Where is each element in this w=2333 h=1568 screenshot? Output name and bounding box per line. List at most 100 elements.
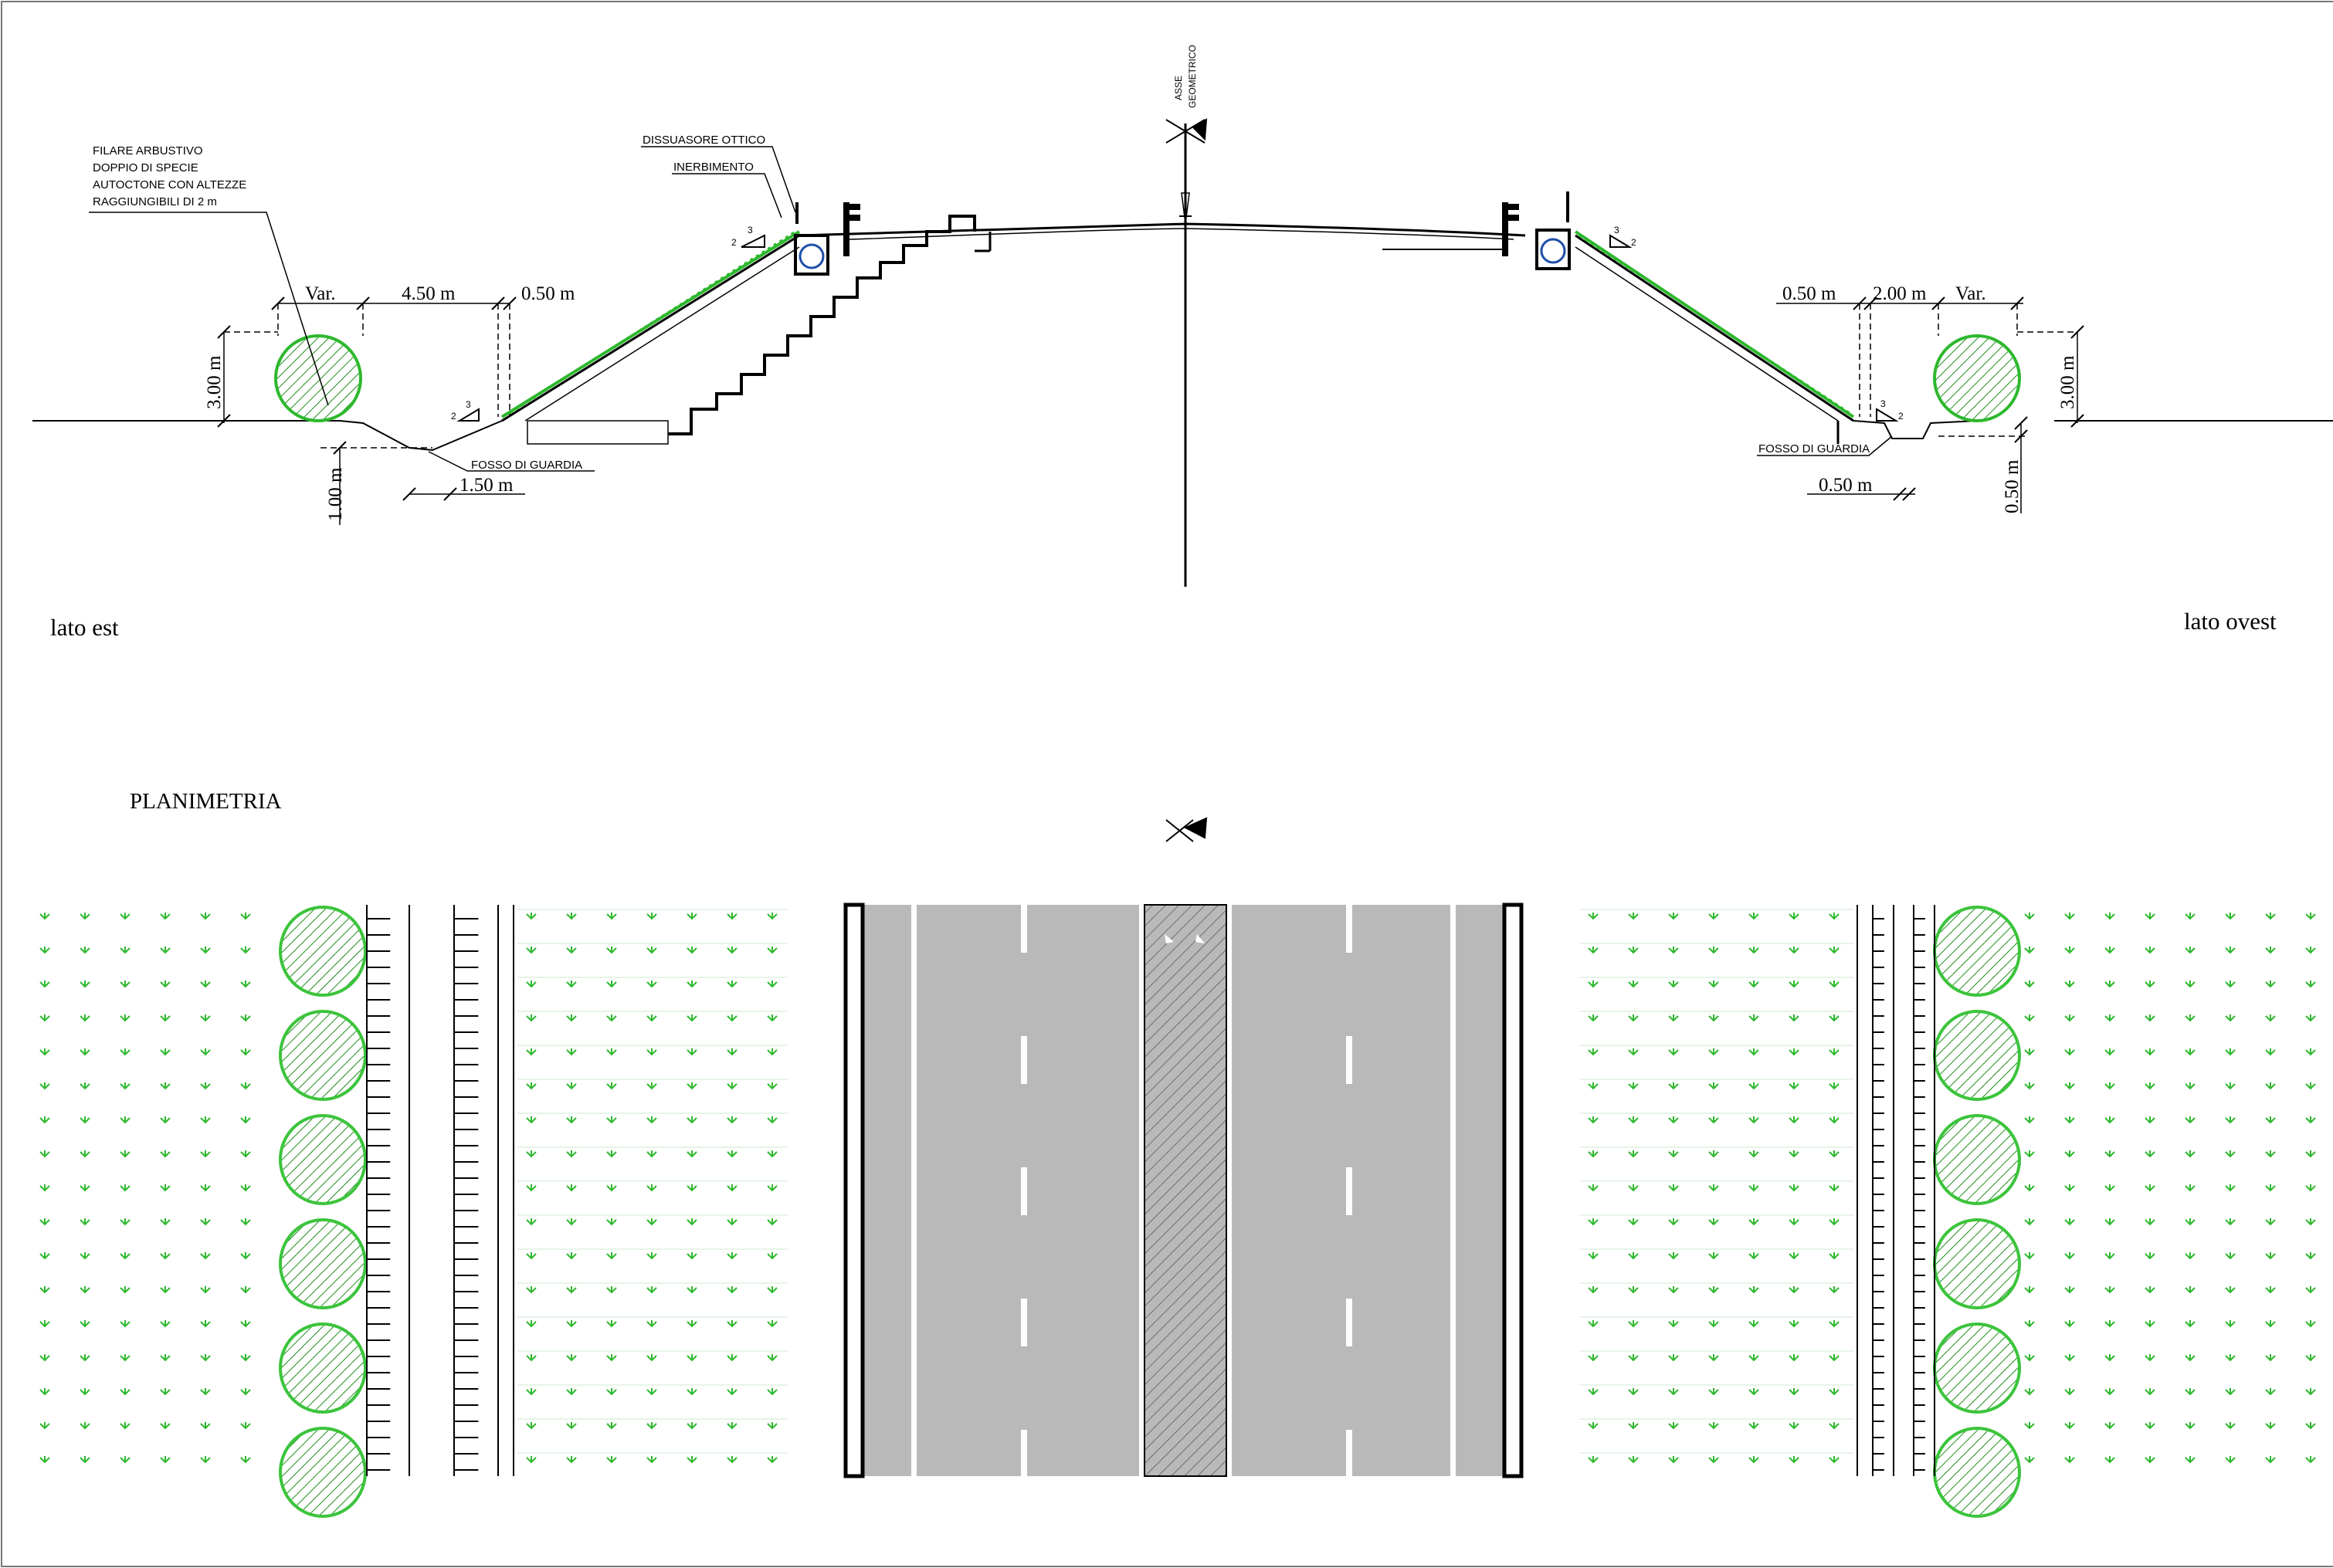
grass-tuft-icon: [80, 1252, 90, 1260]
grass-tuft-icon: [606, 1218, 617, 1226]
grass-tuft-icon: [1748, 913, 1759, 920]
grass-tuft-icon: [2185, 1456, 2196, 1464]
grass-tuft-icon: [2265, 980, 2276, 988]
grass-tuft-icon: [1829, 1116, 1840, 1124]
grass-tuft-icon: [1789, 1286, 1799, 1294]
slope-ratio-left: [456, 234, 765, 422]
grass-tuft-icon: [2225, 1184, 2236, 1192]
grass-tuft-icon: [160, 1048, 171, 1056]
grass-tuft-icon: [2064, 1082, 2075, 1090]
grass-tuft-icon: [80, 913, 90, 920]
grass-tuft-icon: [2024, 1116, 2035, 1124]
grass-tuft-icon: [1668, 1014, 1679, 1022]
grass-tuft-icon: [687, 1116, 697, 1124]
grass-tuft-icon: [2104, 1014, 2115, 1022]
shrub-row-left: [279, 906, 367, 1518]
slope-v-label-2: 2: [451, 411, 456, 422]
grass-tuft-icon: [2145, 1320, 2155, 1328]
grass-tuft-icon: [240, 1014, 251, 1022]
grass-tuft-icon: [1628, 1286, 1639, 1294]
grass-tuft-icon: [1628, 913, 1639, 920]
grass-tuft-icon: [1829, 1388, 1840, 1396]
grass-tuft-icon: [606, 913, 617, 920]
dimension-lines-right: [1776, 303, 2078, 513]
grass-tuft-icon: [200, 913, 211, 920]
slope-v-label-1: 2: [731, 237, 737, 248]
grass-tuft-icon: [2024, 1252, 2035, 1260]
grass-tuft-icon: [1789, 1082, 1799, 1090]
grass-tuft-icon: [2265, 947, 2276, 954]
grass-tuft-icon: [1628, 1456, 1639, 1464]
grass-tuft-icon: [2185, 1082, 2196, 1090]
grass-tuft-icon: [687, 1320, 697, 1328]
grass-tuft-icon: [526, 1116, 537, 1124]
grass-tuft-icon: [2265, 1218, 2276, 1226]
grass-tuft-icon: [646, 947, 657, 954]
grass-tuft-icon: [1628, 1252, 1639, 1260]
grass-tuft-icon: [160, 1082, 171, 1090]
grass-tuft-icon: [2104, 1286, 2115, 1294]
grass-tuft-icon: [2265, 1252, 2276, 1260]
grass-tuft-icon: [2024, 947, 2035, 954]
grass-tuft-icon: [2305, 1456, 2316, 1464]
grass-tuft-icon: [1748, 1456, 1759, 1464]
grass-tuft-icon: [1588, 1354, 1599, 1362]
grass-tuft-icon: [1668, 1456, 1679, 1464]
grass-tuft-icon: [2024, 1048, 2035, 1056]
grass-tuft-icon: [1628, 1388, 1639, 1396]
grass-tuft-icon: [160, 1320, 171, 1328]
grass-tuft-icon: [2064, 1422, 2075, 1430]
grass-tuft-icon: [2265, 1456, 2276, 1464]
grass-tuft-icon: [727, 1184, 738, 1192]
grass-tuft-icon: [2185, 1218, 2196, 1226]
grass-tuft-icon: [767, 1456, 778, 1464]
grass-tuft-icon: [2225, 1218, 2236, 1226]
grass-tuft-icon: [646, 1218, 657, 1226]
shrub-icon: [1933, 1010, 2021, 1101]
grass-tuft-icon: [687, 1150, 697, 1158]
grass-tuft-icon: [1708, 980, 1719, 988]
grass-tuft-icon: [1668, 1048, 1679, 1056]
grass-tuft-icon: [120, 1252, 131, 1260]
grass-tuft-icon: [2024, 913, 2035, 920]
grass-tuft-icon: [1588, 913, 1599, 920]
grass-tuft-icon: [80, 1082, 90, 1090]
grass-tuft-icon: [1708, 1422, 1719, 1430]
grass-tuft-icon: [606, 1014, 617, 1022]
grass-tuft-icon: [200, 1184, 211, 1192]
grass-tuft-icon: [646, 1286, 657, 1294]
grass-tuft-icon: [767, 1286, 778, 1294]
dim-right-var: Var.: [1955, 283, 1986, 304]
grass-tuft-icon: [687, 947, 697, 954]
grass-tuft-icon: [526, 947, 537, 954]
grass-tuft-icon: [2064, 1252, 2075, 1260]
grass-tuft-icon: [646, 1388, 657, 1396]
grass-tuft-icon: [526, 1286, 537, 1294]
grass-tuft-icon: [566, 1116, 577, 1124]
grass-tuft-icon: [526, 1218, 537, 1226]
grass-tuft-icon: [1829, 1184, 1840, 1192]
grass-tuft-icon: [767, 1048, 778, 1056]
grass-tuft-icon: [606, 947, 617, 954]
grass-tuft-icon: [1628, 1150, 1639, 1158]
grass-tuft-icon: [1789, 1422, 1799, 1430]
grass-tuft-icon: [1829, 913, 1840, 920]
grass-tuft-icon: [2145, 1286, 2155, 1294]
grass-tuft-icon: [606, 1184, 617, 1192]
grass-tuft-icon: [566, 913, 577, 920]
grass-tuft-icon: [200, 947, 211, 954]
grass-tuft-icon: [240, 1116, 251, 1124]
grass-tuft-icon: [240, 980, 251, 988]
grass-tuft-icon: [606, 1422, 617, 1430]
grass-tuft-icon: [2225, 1048, 2236, 1056]
shrub-icon: [279, 1010, 367, 1101]
grass-tuft-icon: [2064, 1014, 2075, 1022]
grass-tuft-icon: [606, 1048, 617, 1056]
grass-tuft-icon: [566, 1320, 577, 1328]
grass-tuft-icon: [2265, 1014, 2276, 1022]
grass-tuft-icon: [2265, 1422, 2276, 1430]
grass-tuft-icon: [2305, 1150, 2316, 1158]
grass-tuft-icon: [526, 1150, 537, 1158]
grass-tuft-icon: [606, 980, 617, 988]
grass-tuft-icon: [240, 1252, 251, 1260]
